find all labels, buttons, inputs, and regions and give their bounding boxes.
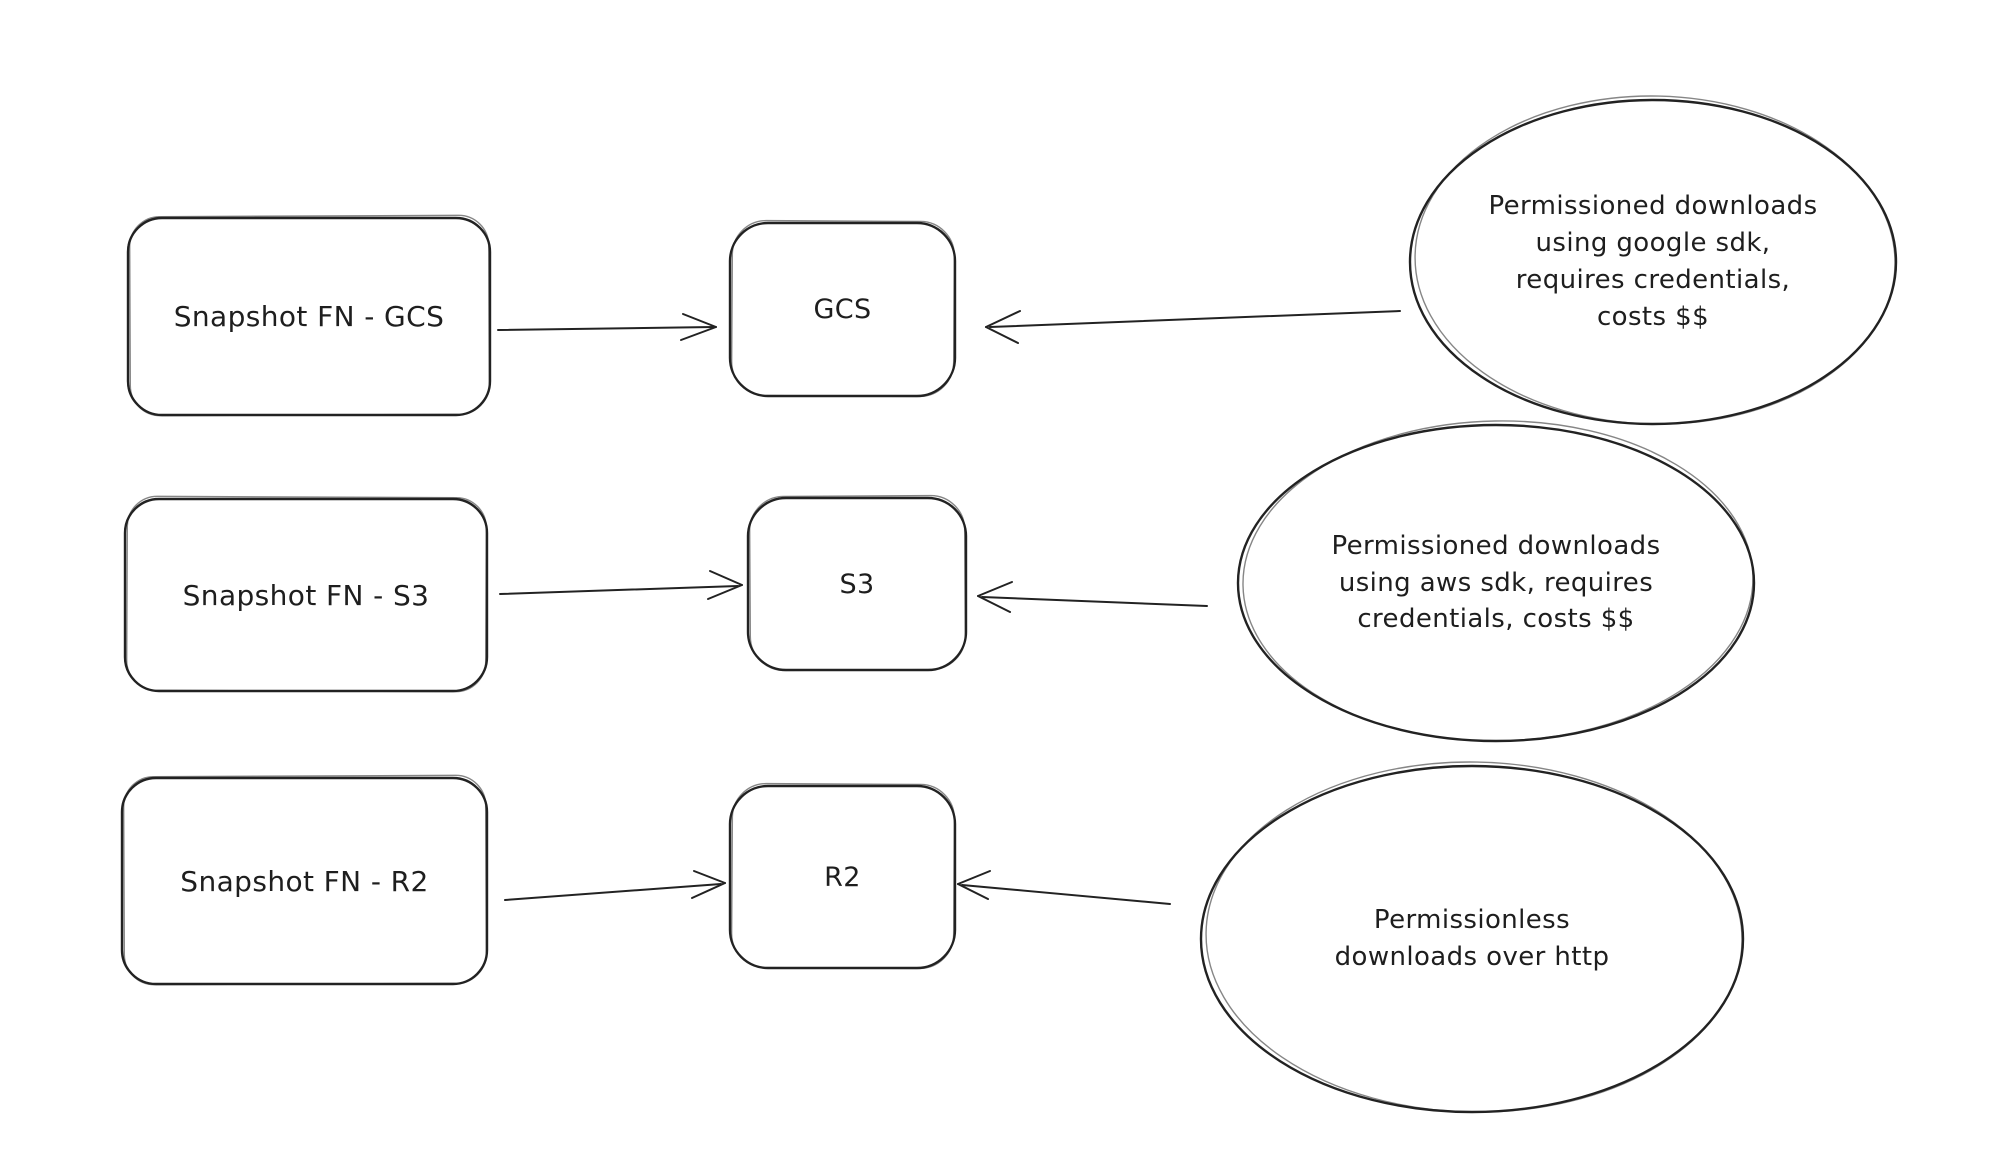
node-snapshot-fn-s3-shape	[123, 495, 489, 693]
node-snapshot-fn-r2-shape	[120, 774, 489, 986]
arrow-gcs-note-to-gcs	[985, 310, 1401, 344]
note-gcs-ellipse-shape	[1408, 95, 1898, 426]
node-s3-shape	[746, 494, 968, 672]
node-gcs-shape	[728, 219, 957, 398]
note-r2-ellipse-shape	[1199, 761, 1745, 1114]
note-s3-ellipse-shape	[1236, 420, 1756, 743]
arrow-r2-note-to-r2	[957, 870, 1171, 905]
arrow-snapshot-r2-to-r2	[504, 870, 726, 901]
arrow-snapshot-s3-to-s3	[499, 570, 743, 600]
node-snapshot-fn-gcs-shape	[126, 214, 492, 417]
arrow-snapshot-gcs-to-gcs	[497, 313, 717, 341]
arrow-s3-note-to-s3	[977, 581, 1208, 613]
node-r2-shape	[728, 782, 957, 970]
